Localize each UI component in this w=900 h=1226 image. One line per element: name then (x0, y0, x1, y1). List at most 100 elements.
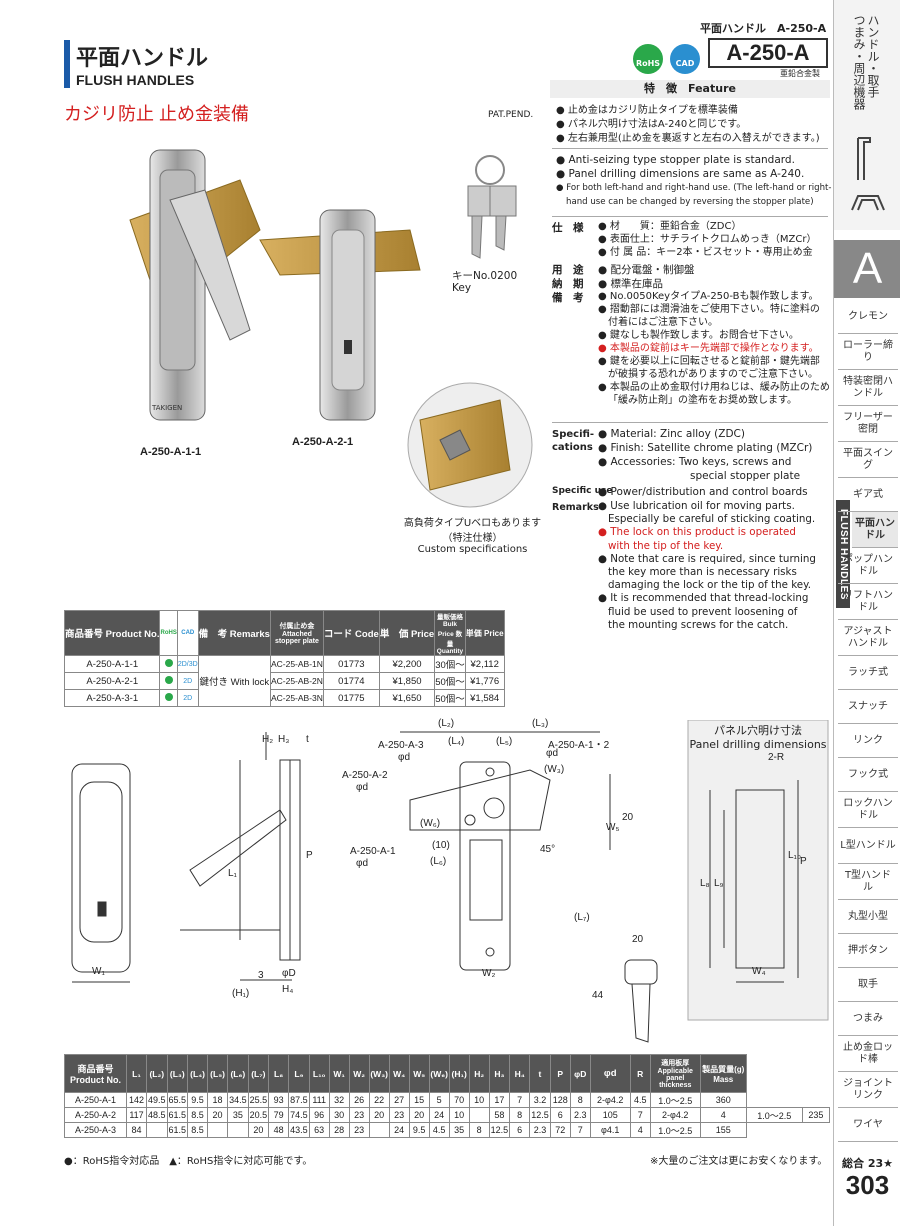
dim-cell: 155 (699, 1122, 747, 1138)
bullet-icon: ● (598, 304, 610, 315)
dim-cell: 17 (488, 1092, 511, 1108)
price-cell: ¥2,200 (378, 655, 436, 673)
sidebar-item[interactable]: L型ハンドル (838, 828, 898, 864)
dimension-label: H₄ (282, 984, 294, 995)
sidebar-item[interactable]: ラッチ式 (838, 656, 898, 690)
sidebar-item[interactable]: T型ハンドル (838, 864, 898, 900)
spec-en-divider (552, 422, 828, 423)
spec-divider (552, 216, 828, 217)
price-col-remarks: 備 考 Remarks (197, 610, 271, 656)
discount-footnote: ※大量のご注文は更にお安くなります。 (650, 1156, 828, 1167)
dimension-label: (W₃) (544, 764, 565, 775)
dim-cell: 20 (408, 1107, 430, 1123)
cad-cell[interactable]: 2D/3D (176, 655, 199, 673)
dim-cell: 8.5 (187, 1107, 209, 1123)
sidebar-item[interactable]: リフトハンドル (838, 584, 898, 620)
dimension-label: t (306, 734, 309, 745)
dimension-label: 20 (632, 934, 644, 945)
price-cell: AC-25-AB-2N (269, 672, 324, 690)
price-col-bulk-qty: 量販価格 Bulk Price 数量 Quantity (434, 610, 466, 656)
sidebar-item[interactable]: 特装密閉ハンドル (838, 370, 898, 406)
sidebar-item[interactable]: リンク (838, 724, 898, 758)
feature-text: 止め金はカジリ防止タイプを標準装備 (567, 105, 738, 116)
rohs-cell (159, 689, 178, 707)
price-cell: ¥2,112 (464, 655, 505, 673)
spec-line: ● 摺動部には潤滑油をご使用下さい。特に塗料の (598, 303, 820, 316)
use-text: 配分電盤・制御盤 (610, 264, 695, 276)
dimension-label: (10) (432, 840, 450, 851)
brand-label: TAKIGEN (152, 404, 183, 412)
dim-cell: 235 (801, 1107, 831, 1123)
price-col-code: コード Code (322, 610, 380, 656)
sidebar-item[interactable]: スナッチ (838, 690, 898, 724)
dim-col-header: φd (589, 1054, 631, 1093)
sidebar-item[interactable]: ワイヤ (838, 1108, 898, 1142)
spec-line: ● Material: Zinc alloy (ZDC) (598, 428, 745, 441)
sidebar-item[interactable]: 取手 (838, 968, 898, 1002)
spec-line: the mounting screws for the catch. (608, 619, 788, 632)
dim-cell: 70 (448, 1092, 470, 1108)
dim-cell (468, 1107, 490, 1123)
dim-col-header: 商品番号 Product No. (64, 1054, 127, 1093)
price-cell: AC-25-AB-1N (269, 655, 324, 673)
dim-cell (227, 1122, 249, 1138)
dimension-label: A-250-A-1・2 (548, 740, 610, 751)
spec-text: 本製品の錠前はキー先端部で操作となります。 (609, 343, 819, 354)
spec-line: ● No.0050KeyタイプA-250-Bも製作致します。 (598, 290, 819, 303)
spec-line: the key more than is necessary risks (608, 566, 797, 579)
sidebar-item[interactable]: ギア式 (838, 478, 898, 512)
delivery-value: ● 標準在庫品 (598, 278, 663, 290)
spec-text: special stopper plate (690, 470, 801, 482)
spec-text: with the tip of the key. (608, 539, 724, 552)
dim-col-header: 適用板厚 Applicable panel thickness (649, 1054, 701, 1093)
spec-line: 「緩み防止剤」の塗布をお奨め致します。 (608, 394, 797, 407)
dim-cell: 24 (428, 1107, 450, 1123)
spec-text: Especially be careful of sticking coatin… (608, 513, 816, 526)
spec-text: No.0050KeyタイプA-250-Bも製作致します。 (609, 291, 819, 302)
dim-cell: 6 (509, 1122, 531, 1138)
sidebar-item[interactable]: ジョイントリンク (838, 1072, 898, 1108)
bullet-icon: ● (598, 234, 610, 245)
dim-col-header: L₁₀ (308, 1054, 330, 1093)
dimension-label: φD (282, 968, 296, 979)
sidebar-item[interactable]: 平面スイング (838, 442, 898, 478)
dim-col-header: (L₅) (207, 1054, 229, 1093)
sidebar-item[interactable]: ポップハンドル (838, 548, 898, 584)
spec-line: ● It is recommended that thread-locking (598, 592, 808, 605)
dim-col-header: R (629, 1054, 651, 1093)
dimension-label: W₄ (752, 966, 766, 977)
dim-cell: 25.5 (247, 1092, 270, 1108)
dim-cell: 65.5 (166, 1092, 189, 1108)
sidebar-item[interactable]: 丸型小型 (838, 900, 898, 934)
bullet-icon: ● (598, 500, 611, 512)
dim-col-header: W₄ (388, 1054, 410, 1093)
sidebar-item[interactable]: 押ボタン (838, 934, 898, 968)
dimension-label: 20 (622, 812, 634, 823)
sidebar-item[interactable]: つまみ (838, 1002, 898, 1036)
sidebar-item[interactable]: クレモン (838, 300, 898, 334)
dimension-label: L₁ (228, 868, 237, 879)
spec-en-label: Specifi- cations (552, 428, 594, 454)
dim-cell: 4.5 (428, 1122, 450, 1138)
spec-text: Accessories: Two keys, screws and (610, 456, 792, 468)
cad-badge[interactable]: CAD (670, 44, 700, 74)
sidebar-item[interactable]: ローラー締り (838, 334, 898, 370)
spec-text: The lock on this product is operated (610, 526, 796, 539)
custom-spec-jp2: （特注仕様） (442, 533, 503, 544)
dim-col-header: W₁ (328, 1054, 350, 1093)
sidebar-item[interactable]: フック式 (838, 758, 898, 792)
cad-cell[interactable]: 2D (176, 689, 199, 707)
sidebar-item[interactable]: アジャストハンドル (838, 620, 898, 656)
sidebar-item[interactable]: 止め金ロッド棒 (838, 1036, 898, 1072)
cad-cell[interactable]: 2D (176, 672, 199, 690)
dim-cell: 23 (348, 1122, 370, 1138)
sidebar-item[interactable]: フリーザー密閉 (838, 406, 898, 442)
sidebar-item[interactable]: ロックハンドル (838, 792, 898, 828)
spec-line: Especially be careful of sticking coatin… (608, 513, 815, 526)
dimension-label: W₅ (606, 822, 620, 833)
sidebar-item[interactable]: 平面ハンドル (852, 512, 898, 548)
sidebar-section-letter: A (834, 240, 900, 298)
spec-line: damaging the lock or the tip of the key. (608, 579, 811, 592)
